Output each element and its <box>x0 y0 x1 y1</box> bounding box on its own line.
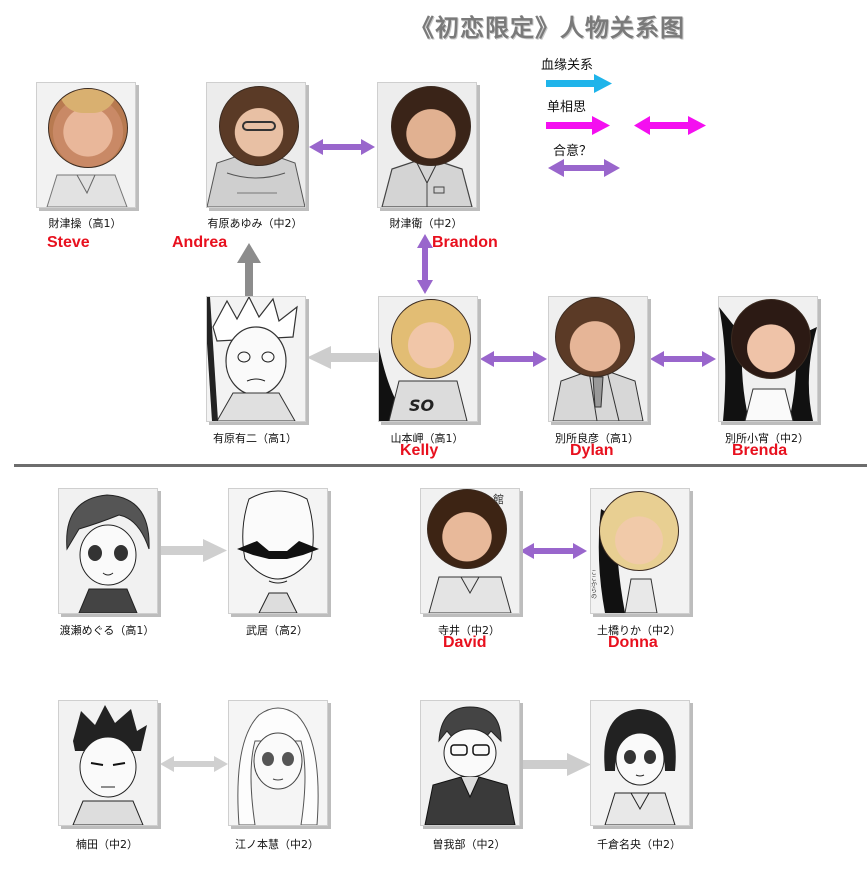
caption-chikura-nao: 千倉名央（中2） <box>597 838 681 851</box>
caption-bessho-yoshihiko: 別所良彦（高1） <box>555 432 639 445</box>
portrait-arihara-yuji <box>206 296 306 422</box>
portrait-terai: 館 <box>420 488 520 614</box>
caption-arihara-yuji: 有原有二（高1） <box>213 432 297 445</box>
section-divider <box>14 464 867 467</box>
portrait-chikura-nao <box>590 700 690 826</box>
english-dylan: Dylan <box>570 442 614 459</box>
portrait-yamamoto-misaki: SO <box>378 296 478 422</box>
english-david: David <box>443 634 487 651</box>
portrait-takesue <box>228 488 328 614</box>
mutual-arrow-david-donna <box>520 543 587 559</box>
english-brandon: Brandon <box>432 234 498 251</box>
legend-oneway-double-arrow <box>634 116 706 135</box>
caption-takesue: 武居（高2） <box>246 624 308 637</box>
arrow-sogabe-to-chikura <box>520 753 591 776</box>
english-steve: Steve <box>47 234 90 251</box>
portrait-enomoto-kei <box>228 700 328 826</box>
caption-sogabe: 曽我部（中2） <box>432 838 506 851</box>
portrait-arihara-ayumi <box>206 82 306 208</box>
legend-oneway-arrow <box>546 116 610 135</box>
mutual-arrow-kelly-dylan <box>480 351 547 367</box>
photo-steve <box>48 88 128 168</box>
english-brenda: Brenda <box>732 442 788 459</box>
portrait-sogabe <box>420 700 520 826</box>
english-andrea: Andrea <box>172 234 228 251</box>
photo-dylan <box>555 297 635 377</box>
english-donna: Donna <box>608 634 658 651</box>
caption-bessho-koyoi: 別所小宵（中2） <box>725 432 809 445</box>
english-kelly: Kelly <box>400 442 439 459</box>
mutual-arrow-andrea-brandon <box>309 139 375 155</box>
caption-kusuda: 楠田（中2） <box>76 838 138 851</box>
svg-text:SO: SO <box>409 396 435 415</box>
caption-zaizu-mamoru: 財津衛（中2） <box>389 217 463 230</box>
legend-blood-label: 血缘关系 <box>541 58 594 73</box>
legend-mutual-label: 合意？ <box>553 144 593 159</box>
caption-terai: 寺井（中2） <box>438 624 500 637</box>
photo-david <box>427 489 507 569</box>
page-title: 《初恋限定》人物关系图 <box>410 13 685 42</box>
caption-watase-meguru: 渡瀬めぐる（高1） <box>59 624 155 637</box>
mutual-arrow-brandon-kelly <box>417 234 433 294</box>
legend-oneway-label: 单相思 <box>547 100 587 115</box>
arrow-yuji-to-ayumi <box>237 243 261 296</box>
portrait-zaizu-sou <box>36 82 136 208</box>
arrow-meguru-to-takesue <box>158 539 227 562</box>
photo-brenda <box>731 299 811 379</box>
caption-yamamoto-misaki: 山本岬（高1） <box>390 432 464 445</box>
portrait-bessho-koyoi <box>718 296 818 422</box>
legend-mutual-arrow <box>548 159 620 177</box>
portrait-zaizu-mamoru <box>377 82 477 208</box>
photo-andrea <box>219 86 299 166</box>
photo-brandon <box>391 86 471 166</box>
portrait-watase-meguru <box>58 488 158 614</box>
caption-zaizu-sou: 財津操（高1） <box>48 217 122 230</box>
portrait-dobashi-rika: ここからの <box>590 488 690 614</box>
mutual-arrow-dylan-brenda <box>650 351 716 367</box>
caption-arihara-ayumi: 有原あゆみ（中2） <box>207 217 303 230</box>
arrow-kelly-to-yuji <box>307 346 378 369</box>
portrait-kusuda <box>58 700 158 826</box>
caption-dobashi-rika: 土橋りか（中2） <box>597 624 681 637</box>
portrait-bessho-yoshihiko <box>548 296 648 422</box>
caption-enomoto-kei: 江ノ本慧（中2） <box>235 838 319 851</box>
arrow-kusuda-enomoto <box>160 756 228 772</box>
photo-kelly <box>391 299 471 379</box>
svg-text:ここからの: ここからの <box>591 569 597 599</box>
svg-text:館: 館 <box>493 492 504 506</box>
photo-donna <box>599 491 679 571</box>
legend-blood-arrow <box>546 74 612 93</box>
